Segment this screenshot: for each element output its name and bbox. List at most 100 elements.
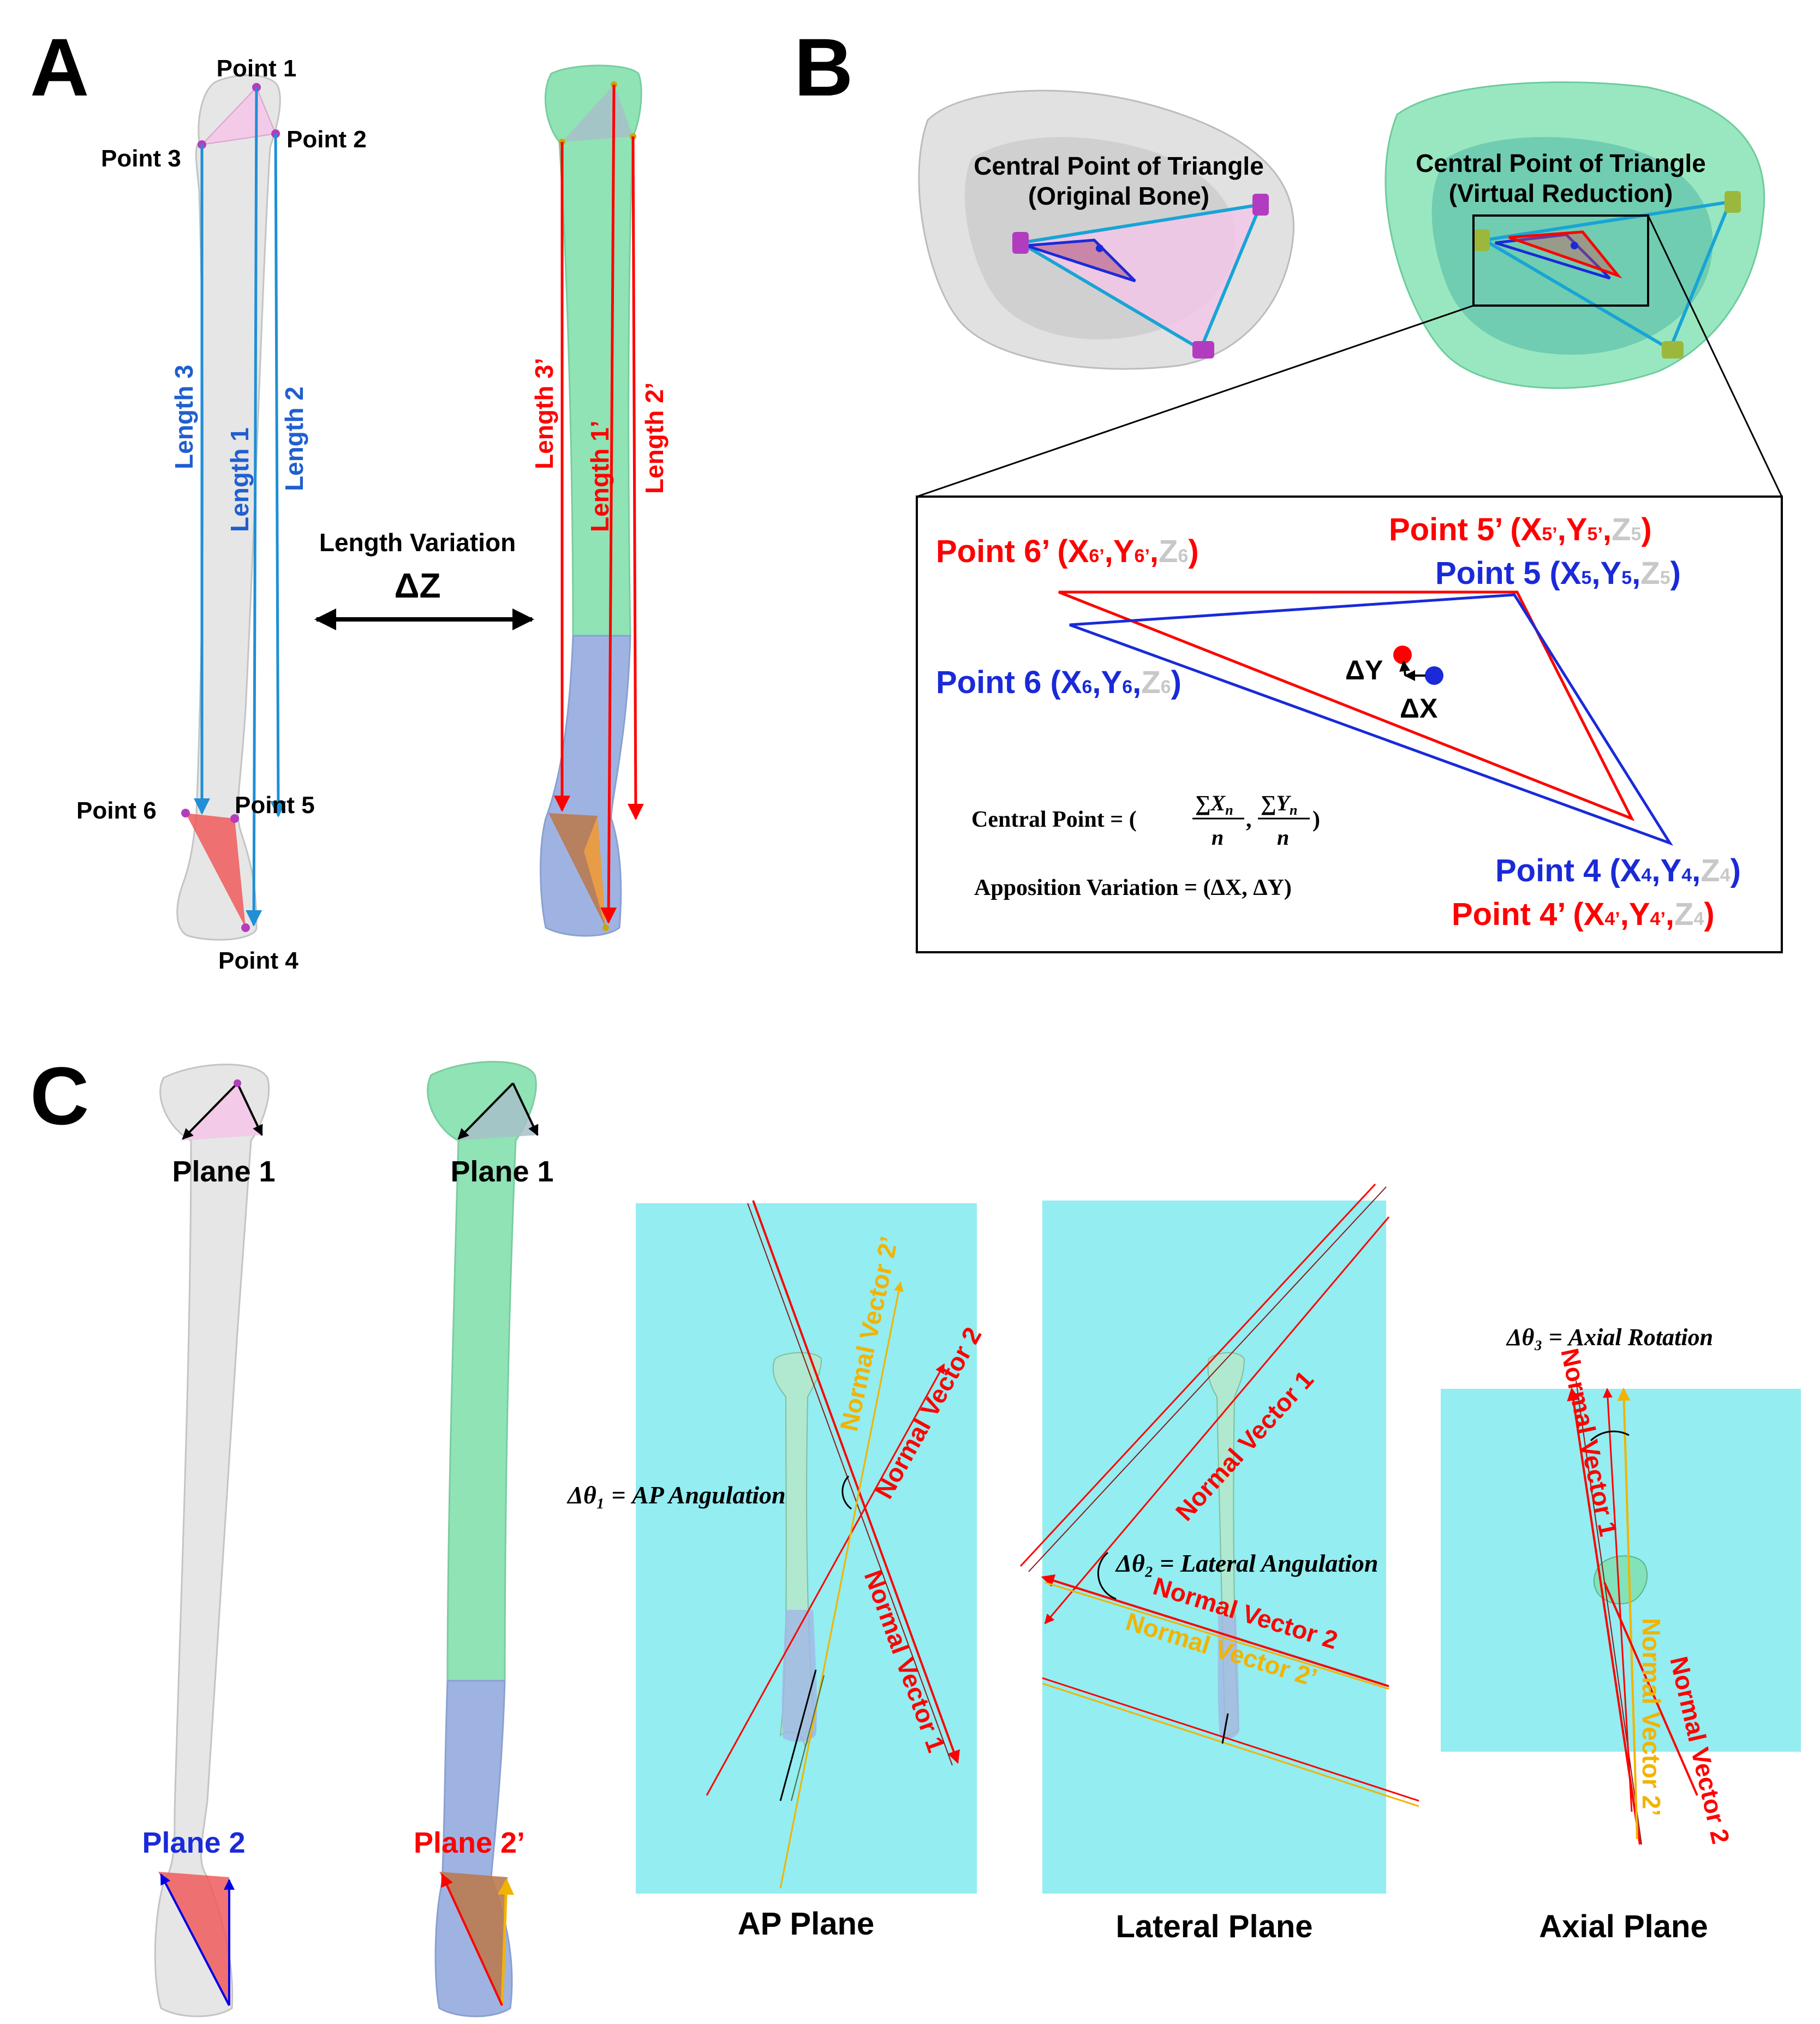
- point-3-label: Point 3: [101, 145, 181, 172]
- zoom-detail-box: [916, 495, 1783, 953]
- delta-y-arrow: [1399, 660, 1410, 676]
- delta-z-label: ΔZ: [394, 566, 440, 605]
- axial-bone-cross-section: [1593, 1555, 1648, 1604]
- length-3-label: Length 3: [170, 365, 198, 469]
- apposition-variation-formula: Apposition Variation = (ΔX, ΔY): [974, 875, 1292, 900]
- formula-den-x: n: [1212, 825, 1224, 850]
- point-2-label: Point 2: [287, 126, 367, 153]
- reduced-proximal-triangle: [562, 85, 633, 142]
- panel-b: B Central Point of Triangle (Original Bo…: [794, 21, 1783, 953]
- length-1-prime-label: Length 1’: [586, 421, 614, 532]
- plane-1-point: [234, 1079, 241, 1087]
- lateral-plane-line-2: [1042, 1682, 1419, 1807]
- length-1-label: Length 1: [225, 427, 254, 532]
- reduced-red-triangle: [1508, 230, 1622, 279]
- point-4-label-b: Point 4 (X4,Y4,Z4): [1495, 853, 1741, 888]
- point-4-label: Point 4: [218, 947, 299, 974]
- reduced-distal-triangle-highlight: [584, 816, 606, 928]
- lateral-normal-vector-1-arrow: [1044, 1216, 1390, 1625]
- central-point-formula: Central Point = ( ∑Xn n , ∑Yn n ): [971, 791, 1320, 850]
- length-2-arrow: [270, 133, 287, 817]
- reduced-marker-left: [1473, 229, 1490, 251]
- ap-normal-vector-1-dark: [747, 1203, 953, 1766]
- zoom-box: [1472, 214, 1649, 307]
- original-centroid-point: [1425, 666, 1443, 685]
- virtual-reduction-triangle: [1058, 590, 1635, 821]
- panel-c: C Plane 1 Plane 2 Plane 1 Plane 2’: [30, 1050, 1801, 2017]
- reduced-centroid-dot: [1571, 242, 1578, 249]
- central-point-virtual-line1: Central Point of Triangle: [1416, 149, 1706, 177]
- plane-1-prime-triangle: [456, 1083, 538, 1141]
- length-3-prime-label: Length 3’: [530, 358, 558, 469]
- point-6-label: Point 6: [76, 797, 157, 824]
- length-2-label: Length 2: [280, 386, 308, 491]
- plane-1-vector-b: [182, 1082, 238, 1140]
- plane-2-prime-vector-b: [441, 1873, 503, 2006]
- lateral-normal-vector-2-prime: [1045, 1581, 1389, 1690]
- reduced-centroid-point: [1393, 646, 1412, 664]
- panel-a-letter: A: [30, 21, 89, 113]
- lateral-plane-background: [1042, 1201, 1386, 1894]
- axial-angle-arc: [1590, 1430, 1630, 1442]
- point-6-marker: [181, 809, 190, 817]
- ap-angle-arc: [842, 1475, 852, 1510]
- reduced-large-triangle: [1479, 200, 1733, 352]
- ap-normal-vector-1: [752, 1200, 960, 1764]
- point-5-prime-label: Point 5’ (X5’,Y5’,Z5): [1389, 512, 1652, 547]
- central-point-original-line1: Central Point of Triangle: [974, 152, 1264, 180]
- plane-1-prime-label: Plane 1: [450, 1155, 553, 1188]
- original-marker-bottom: [1192, 341, 1214, 359]
- central-point-virtual-line2: (Virtual Reduction): [1449, 179, 1673, 207]
- axial-rotation-label: Δθ₃ = Axial Rotation: [1506, 1324, 1713, 1351]
- panel-c-original-bone: [154, 1064, 270, 2017]
- panel-c-reduced-green: [427, 1061, 537, 1682]
- axial-normal-vector-2-line: [1603, 1582, 1698, 1796]
- plane-2-vector-b: [160, 1873, 230, 2006]
- lateral-plane-label: Lateral Plane: [1115, 1909, 1312, 1944]
- lateral-bone-axis: [1221, 1713, 1229, 1744]
- formula-sum-x: ∑Xn: [1195, 791, 1233, 818]
- point-4-prime-marker: [602, 924, 609, 931]
- length-1-prime-arrow: [600, 84, 617, 924]
- ap-normal-vector-2: [706, 1363, 945, 1796]
- plane-2-prime-vector-a: [498, 1878, 515, 2006]
- axial-normal-vector-2: [1602, 1388, 1633, 1812]
- panel-a: A Point 1 Point 2 Point 3 Point 4 Point …: [30, 21, 669, 974]
- point-5-marker: [230, 814, 239, 823]
- point-5-label: Point 5: [235, 792, 315, 819]
- reduced-marker-bottom: [1662, 341, 1684, 359]
- formula-close: ): [1312, 807, 1320, 832]
- formula-den-y: n: [1277, 825, 1289, 850]
- ap-bone-axis-1: [779, 1669, 817, 1801]
- lateral-plane-bone-distal: [1218, 1615, 1239, 1739]
- reduced-bone-blue-fragment: [540, 635, 631, 937]
- panel-b-letter: B: [794, 21, 853, 113]
- original-marker-right: [1252, 194, 1269, 216]
- length-variation-title: Length Variation: [319, 528, 516, 557]
- length-1-arrow: [246, 87, 262, 927]
- ap-angulation-label: Δθ₁ = AP Angulation: [566, 1481, 786, 1509]
- length-2-prime-label: Length 2’: [640, 383, 669, 494]
- lateral-normal-vector-1-dark: [1028, 1186, 1387, 1572]
- lateral-normal-vector-1: [1019, 1183, 1376, 1567]
- plane-2-label: Plane 2: [142, 1826, 245, 1859]
- lateral-plane-line-1: [1042, 1677, 1419, 1802]
- original-small-triangle: [1025, 238, 1136, 283]
- lateral-angle-arc: [1097, 1551, 1117, 1600]
- zoom-connector-right: [1647, 215, 1783, 497]
- formula-comma: ,: [1246, 807, 1252, 832]
- lateral-normal-vector-2: [1041, 1574, 1389, 1687]
- axial-normal-vector-1-dark: [1576, 1380, 1642, 1845]
- axial-normal-vector-2-prime-label: Normal Vector 2’: [1637, 1618, 1666, 1816]
- plane-1-vector-a: [236, 1083, 263, 1136]
- plane-1-triangle: [180, 1083, 262, 1141]
- formula-sum-y: ∑Yn: [1261, 791, 1297, 818]
- distal-triangle: [186, 813, 246, 928]
- central-point-original-line2: (Original Bone): [1028, 182, 1209, 210]
- point-1-label: Point 1: [217, 55, 297, 82]
- point-6-label-b: Point 6 (X6,Y6,Z6): [936, 665, 1181, 700]
- point-5-label: Point 5 (X5,Y5,Z5): [1435, 556, 1681, 591]
- delta-x-label: ΔX: [1400, 693, 1437, 724]
- plane-2-prime-label: Plane 2’: [414, 1826, 525, 1859]
